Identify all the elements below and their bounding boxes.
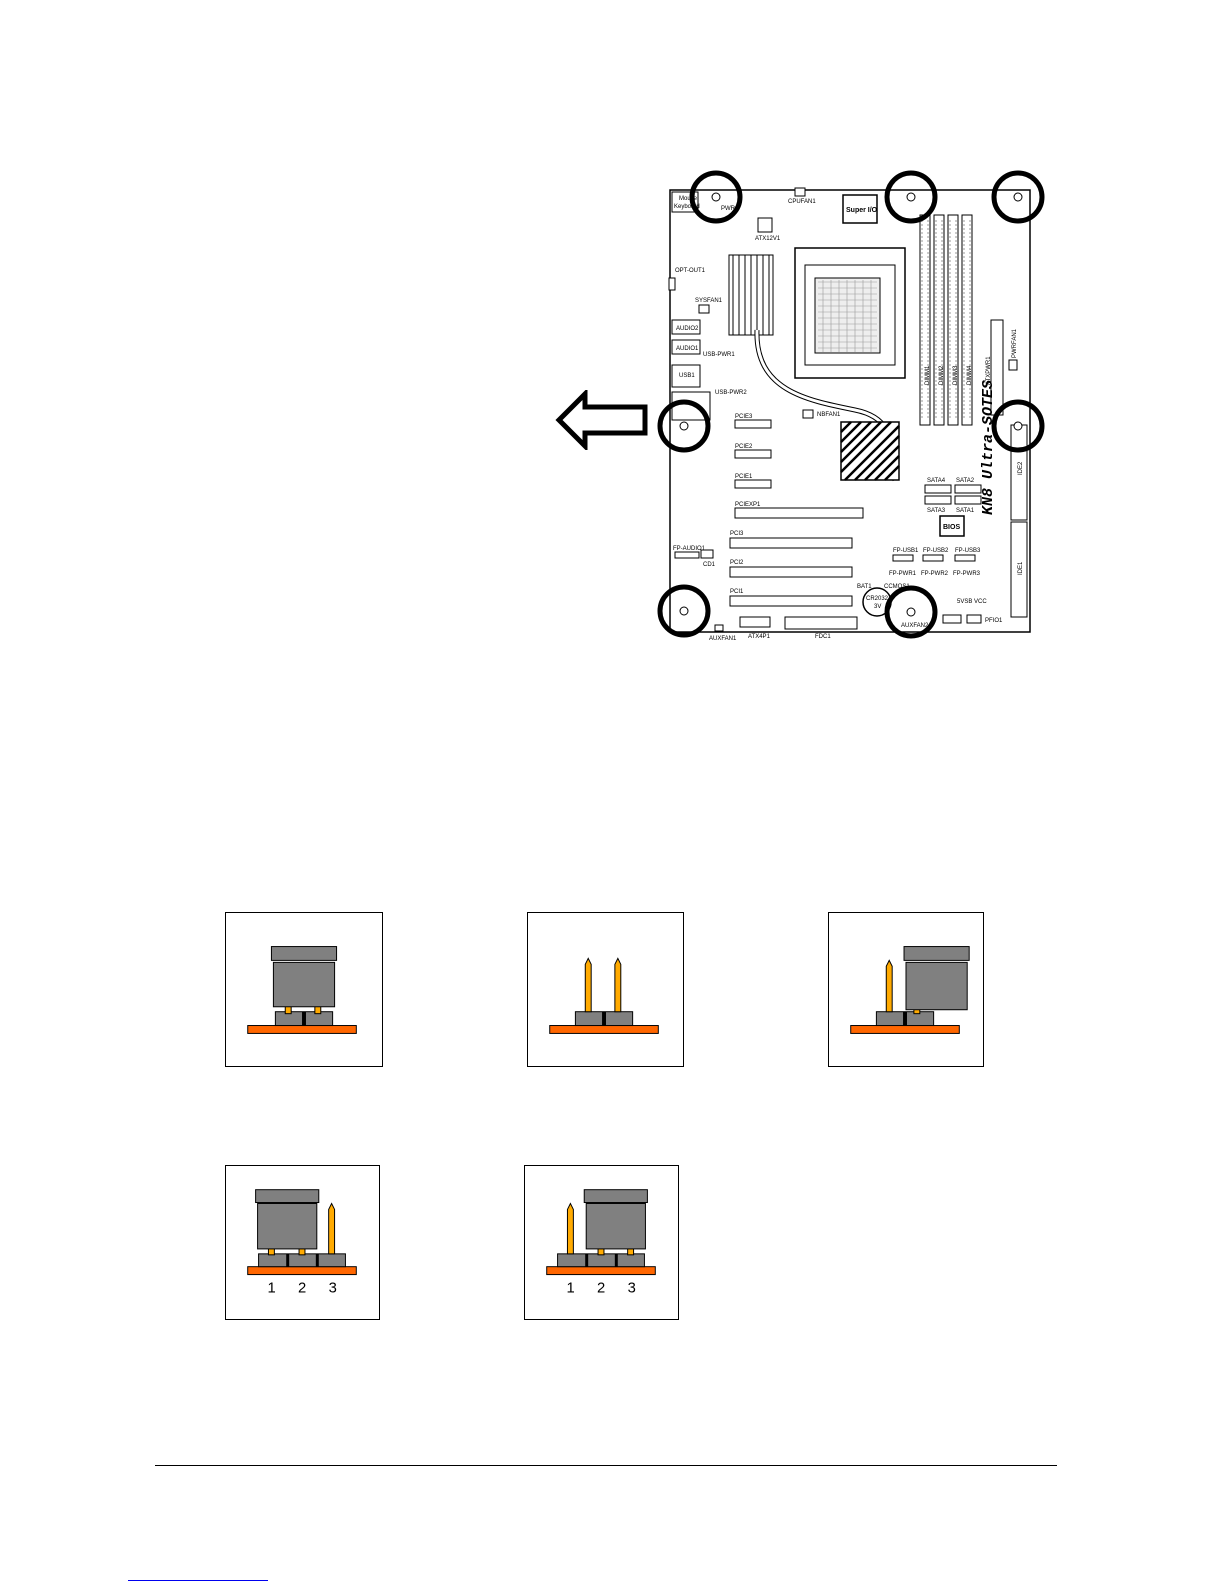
fpusb2-header: [922, 554, 944, 562]
fpaudio-header: [674, 551, 700, 559]
pfio-label: PFIO1: [985, 618, 1003, 624]
sata1-label: SATA1: [956, 508, 975, 514]
ide1-connector: [1010, 521, 1028, 618]
cd1-label: CD1: [703, 562, 716, 568]
ccmos-label: CCMOS1: [884, 584, 910, 590]
pwrfan-label: PWRFAN1: [1012, 328, 1018, 358]
jumper-diagram-pins-2-3: 1 2 3: [524, 1165, 679, 1320]
dimm3-label: DIMM3: [953, 365, 959, 385]
pcie2-label: PCIE2: [735, 444, 753, 450]
dimm1-label: DIMM1: [925, 365, 931, 385]
usbpwr1-label: USB-PWR1: [703, 352, 735, 358]
audio1-label: AUDIO1: [676, 346, 699, 352]
sysfan-label: SYSFAN1: [695, 298, 723, 304]
optout-label: OPT-OUT1: [675, 268, 706, 274]
model-label: KN8 Ultra-SOTES: [980, 380, 997, 515]
atx12v-connector: [757, 217, 773, 233]
sata4-label: SATA4: [927, 478, 946, 484]
fpaudio-label: FP-AUDIO1: [673, 546, 706, 552]
bat1-label: BAT1: [857, 584, 872, 590]
audio2-port: [671, 319, 701, 335]
fppwr2-label: FP-PWR2: [921, 571, 949, 577]
front-panel-header: [942, 614, 962, 624]
sata-connectors: SATA4 SATA2 SATA3 SATA1: [924, 478, 982, 514]
keyboard-label: Keyboard: [674, 204, 700, 210]
cpufan-label: CPUFAN1: [788, 199, 816, 205]
pin-1-label: 1: [566, 1280, 574, 1296]
optout-port: [668, 277, 676, 291]
pin-1-label: 1: [267, 1280, 275, 1296]
fdc-connector: [784, 616, 858, 630]
jumper-diagram-pins-1-2: 1 2 3: [225, 1165, 380, 1320]
ide1-label: IDE1: [1018, 561, 1024, 575]
pwr-label: PWR1: [721, 206, 739, 212]
jumper-diagram-closed: [225, 912, 383, 1067]
atxpwr-label: ATXPWR1: [986, 356, 992, 385]
bios-chip: [939, 515, 965, 537]
motherboard-svg: Mouse Keyboard PWR1 OPT-OUT1 SYSFAN1 AUD…: [657, 170, 1045, 642]
jumper-diagram-parked: [828, 912, 984, 1067]
chipset-heatsink: [840, 421, 900, 481]
footer-rule: [155, 1465, 1057, 1466]
pfio-header: [966, 614, 982, 624]
fpusb2-label: FP-USB2: [923, 548, 949, 554]
pin-2-label: 2: [597, 1280, 605, 1296]
auxfan1-label: AUXFAN1: [709, 636, 737, 642]
auxfan1-header: [714, 624, 724, 632]
dimm-slots: DIMM1 DIMM2 DIMM3 DIMM4: [919, 214, 973, 426]
mouse-label: Mouse: [679, 196, 698, 202]
vcc-label: 5VSB VCC: [957, 599, 987, 605]
audio2-label: AUDIO2: [676, 326, 699, 332]
pin-3-label: 3: [329, 1280, 337, 1296]
pcie-slots: PCIE3 PCIE2 PCIE1 PCIEXP1: [734, 414, 864, 519]
left-arrow-icon: [555, 390, 648, 450]
pwrfan-header: [1008, 359, 1018, 371]
battery-voltage: 3V: [874, 604, 881, 610]
audio1-port: [671, 339, 701, 355]
pci1-label: PCI1: [730, 589, 744, 595]
pciexp1-label: PCIEXP1: [735, 502, 761, 508]
cd1-header: [700, 549, 714, 559]
pcie3-label: PCIE3: [735, 414, 753, 420]
fdc1-label: FDC1: [815, 634, 831, 640]
fpusb1-label: FP-USB1: [893, 548, 919, 554]
bios-label: BIOS: [943, 524, 960, 531]
superio-chip: [842, 194, 878, 224]
sysfan-header: [698, 304, 710, 314]
usbpwr2-label: USB-PWR2: [715, 390, 747, 396]
cpufan-header: [794, 187, 806, 197]
pcie1-label: PCIE1: [735, 474, 753, 480]
sata2-label: SATA2: [956, 478, 975, 484]
nbfan-label: NBFAN1: [817, 412, 841, 418]
auxfan2-label: AUXFAN2: [901, 623, 929, 629]
pci2-label: PCI2: [730, 560, 744, 566]
fpusb1-header: [892, 554, 914, 562]
atx12v-label: ATX12V1: [755, 236, 781, 242]
usb1-label: USB1: [679, 373, 695, 379]
fppwr3-label: FP-PWR3: [953, 571, 981, 577]
usb1-port: [671, 364, 701, 388]
fpusb3-label: FP-USB3: [955, 548, 981, 554]
nbfan-header: [802, 409, 814, 419]
battery-label: CR2032: [866, 596, 889, 602]
dimm2-label: DIMM2: [939, 365, 945, 385]
pin-2-label: 2: [298, 1280, 306, 1296]
mosfet-heatsink: [728, 254, 774, 336]
motherboard-diagram: Mouse Keyboard PWR1 OPT-OUT1 SYSFAN1 AUD…: [655, 170, 1045, 655]
pci-slots: PCI3 PCI2 PCI1: [729, 531, 853, 607]
jumper-diagram-open: [527, 912, 684, 1067]
pci3-label: PCI3: [730, 531, 744, 537]
atx4p-connector: [739, 616, 771, 628]
dimm4-label: DIMM4: [967, 365, 973, 385]
superio-label: Super I/O: [846, 207, 878, 214]
ide2-label: IDE2: [1018, 461, 1024, 475]
mounting-hole-highlights: [657, 170, 1045, 639]
footer-link-underline[interactable]: [128, 1580, 268, 1581]
pin-3-label: 3: [628, 1280, 636, 1296]
cpu-socket: [794, 247, 906, 379]
sata3-label: SATA3: [927, 508, 946, 514]
fpusb3-header: [954, 554, 976, 562]
atx4p-label: ATX4P1: [748, 634, 771, 640]
fppwr1-label: FP-PWR1: [889, 571, 917, 577]
